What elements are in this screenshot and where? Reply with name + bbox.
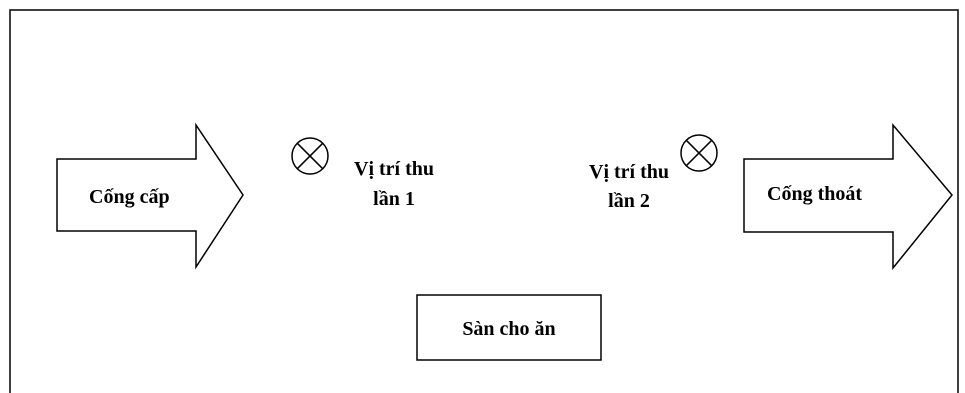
sampling-point-2-label-line1: Vị trí thu bbox=[589, 161, 669, 183]
sampling-point-1-label-line1: Vị trí thu bbox=[354, 158, 434, 180]
feeding-platform: Sàn cho ăn bbox=[416, 294, 602, 361]
feeding-platform-box bbox=[416, 294, 602, 361]
sampling-point-2-label-line2: lần 2 bbox=[608, 190, 650, 212]
sampling-point-2: Vị trí thu lần 2 bbox=[589, 134, 718, 212]
feeding-platform-label: Sàn cho ăn bbox=[462, 318, 555, 340]
pond-boundary bbox=[9, 9, 959, 393]
inlet-arrow-shape bbox=[56, 122, 244, 270]
sampling-point-1: Vị trí thu lần 1 bbox=[291, 137, 434, 210]
sampling-point-1-label-line2: lần 1 bbox=[373, 188, 415, 210]
outlet-label: Cống thoát bbox=[767, 183, 862, 205]
outlet-arrow-shape bbox=[743, 122, 953, 271]
circle-cross-icon bbox=[680, 134, 718, 172]
circle-cross-icon bbox=[291, 137, 329, 175]
inlet-arrow: Cống cấp bbox=[56, 122, 244, 270]
outlet-arrow: Cống thoát bbox=[743, 122, 953, 271]
inlet-label: Cống cấp bbox=[89, 186, 170, 208]
